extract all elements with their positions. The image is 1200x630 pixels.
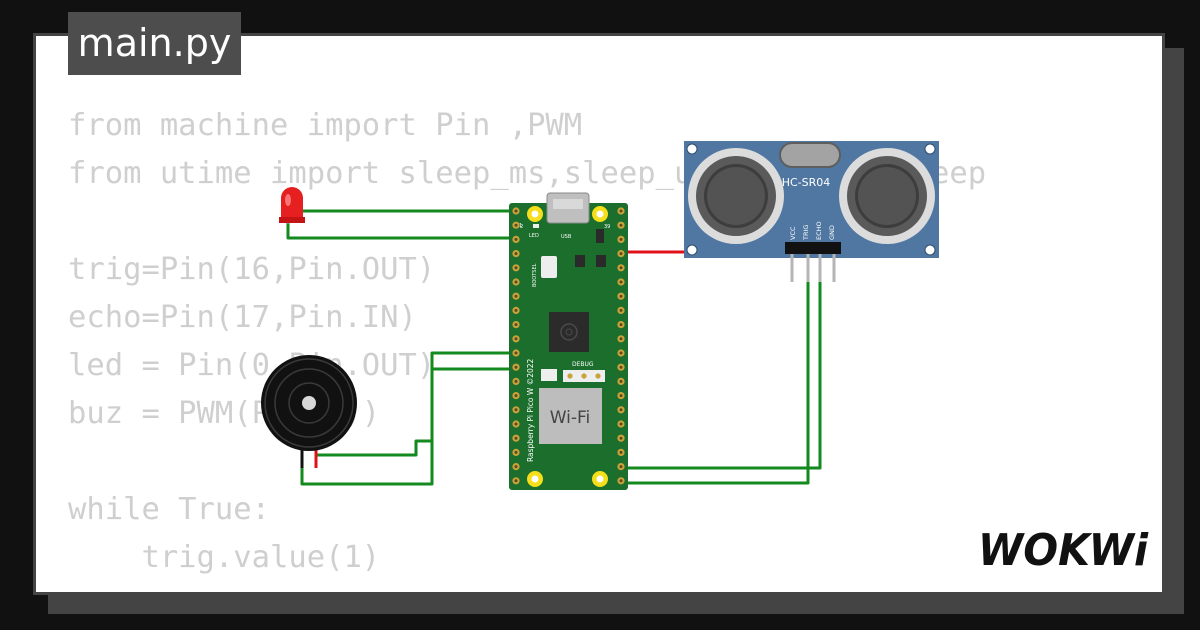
header-pin-hole — [619, 465, 623, 469]
header-pin-hole — [514, 465, 518, 469]
header-pin-hole — [514, 450, 518, 454]
sensor-pin-label: ECHO — [815, 221, 823, 240]
header-pin-hole — [619, 394, 623, 398]
wire-led-cathode — [286, 220, 518, 240]
header-pin-hole — [619, 209, 623, 213]
header-pin-hole — [619, 294, 623, 298]
pico-w-board[interactable]: LED USB 1 2 39 40 BOOTSEL DEBUG Wi-Fi Ra… — [509, 192, 628, 490]
wire-sensor-trig — [620, 280, 822, 470]
header-pin-hole — [514, 280, 518, 284]
sensor-header — [785, 242, 841, 254]
header-pin-hole — [619, 422, 623, 426]
smd-component — [596, 229, 604, 243]
code-line: from machine import Pin ,PWM — [68, 108, 583, 143]
wokwi-logo[interactable]: WOKWi — [976, 522, 1152, 574]
wifi-module — [539, 388, 602, 444]
wire-buzzer-1 — [314, 351, 518, 457]
code-line: sleep_us(10) — [68, 582, 986, 592]
header-pin-hole — [619, 252, 623, 256]
header-pin-hole — [619, 337, 623, 341]
header-pin-hole — [514, 252, 518, 256]
code-line: trig.value(1) — [68, 540, 381, 575]
sensor-pin-label: TRIG — [802, 225, 810, 241]
header-pin-hole — [514, 323, 518, 327]
sensor-name: HC-SR04 — [782, 176, 831, 189]
header-pin-hole — [619, 436, 623, 440]
header-pin-hole — [514, 294, 518, 298]
header-pin-hole — [619, 479, 623, 483]
header-pin-hole — [619, 365, 623, 369]
header-pin-hole — [514, 223, 518, 227]
usb-label: USB — [561, 234, 572, 240]
rp2040-chip — [549, 312, 589, 352]
header-pin-hole — [514, 209, 518, 213]
header-pin-hole — [514, 379, 518, 383]
header-pin-hole — [619, 223, 623, 227]
header-pin-hole — [514, 394, 518, 398]
header-pin-hole — [619, 379, 623, 383]
raspberry-logo-icon — [560, 323, 578, 341]
green-wires — [286, 209, 822, 486]
code-line: while True: — [68, 492, 270, 527]
wire-buzzer-2 — [300, 367, 518, 486]
sensor-pins — [790, 254, 836, 282]
header-pin-hole — [514, 365, 518, 369]
onboard-led — [533, 224, 539, 228]
header-pin-hole — [514, 422, 518, 426]
header-pin-hole — [514, 337, 518, 341]
header-pin-hole — [619, 308, 623, 312]
buzzer-icon[interactable] — [261, 355, 357, 468]
transducer-left — [688, 148, 784, 244]
transducer-right — [839, 148, 935, 244]
left-header-pins — [512, 207, 520, 485]
header-pin-hole — [514, 351, 518, 355]
code-line: trig=Pin(16,Pin.OUT) — [68, 252, 436, 287]
right-header-pins — [617, 207, 625, 485]
red-led-icon[interactable] — [279, 187, 305, 224]
bootsel-label: BOOTSEL — [532, 263, 538, 287]
header-pin-hole — [619, 408, 623, 412]
file-tab[interactable]: main.py — [68, 12, 241, 75]
header-pin-hole — [619, 323, 623, 327]
crystal-oscillator — [779, 142, 841, 168]
sensor-pin-label: GND — [828, 225, 836, 240]
wifi-label: Wi-Fi — [550, 408, 591, 428]
smd-component — [541, 369, 557, 381]
header-pin-hole — [514, 237, 518, 241]
header-pin-hole — [514, 436, 518, 440]
wire-sensor-echo — [620, 280, 810, 485]
pin-number-label: 2 — [520, 224, 523, 230]
header-pin-hole — [619, 450, 623, 454]
pin-number-label: 1 — [519, 223, 522, 229]
wokwi-logo-text: WOKWi — [978, 525, 1149, 574]
code-line: echo=Pin(17,Pin.IN) — [68, 300, 417, 335]
header-pin-hole — [619, 280, 623, 284]
ultrasonic-sensor-icon[interactable]: HC-SR04 VCC TRIG ECHO GND — [684, 141, 939, 282]
bootsel-button[interactable] — [541, 256, 557, 278]
header-pin-hole — [514, 308, 518, 312]
header-pin-hole — [619, 266, 623, 270]
debug-label: DEBUG — [572, 361, 594, 368]
sensor-pin-label: VCC — [789, 226, 797, 240]
header-pin-hole — [619, 351, 623, 355]
pin-number-label: 39 — [604, 224, 610, 230]
board-name: Raspberry Pi Pico W ©2022 — [526, 358, 535, 462]
smd-component — [575, 255, 585, 267]
led-label: LED — [529, 233, 539, 239]
header-pin-hole — [514, 408, 518, 412]
header-pin-hole — [514, 266, 518, 270]
header-pin-hole — [619, 237, 623, 241]
header-pin-hole — [514, 479, 518, 483]
smd-component — [596, 255, 606, 267]
